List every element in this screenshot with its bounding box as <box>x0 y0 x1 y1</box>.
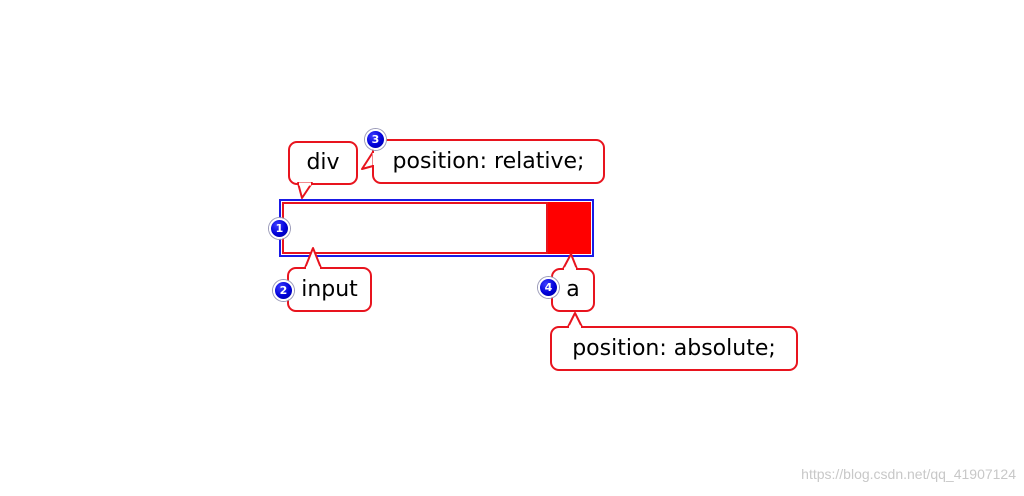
marker-3: 3 <box>365 129 386 150</box>
callout-position-relative-text: position: relative; <box>392 148 585 174</box>
callout-div-text: div <box>306 150 340 175</box>
callout-position-absolute-text: position: absolute; <box>572 335 776 361</box>
marker-4: 4 <box>538 277 559 298</box>
callout-a-tail <box>562 253 578 270</box>
callout-div: div <box>288 141 358 185</box>
marker-1: 1 <box>269 218 290 239</box>
marker-2: 2 <box>273 280 294 301</box>
a-element-box <box>548 202 591 254</box>
watermark-url: https://blog.csdn.net/qq_41907124 <box>801 466 1016 482</box>
callout-a-text: a <box>566 277 580 302</box>
callout-input: input <box>287 267 372 312</box>
callout-input-tail <box>304 247 322 269</box>
callout-relative-tail <box>361 151 374 170</box>
div-element-box <box>279 199 594 257</box>
input-element-box <box>282 202 548 254</box>
callout-input-text: input <box>301 276 358 302</box>
callout-position-absolute: position: absolute; <box>550 326 798 371</box>
callout-absolute-tail <box>567 312 583 328</box>
